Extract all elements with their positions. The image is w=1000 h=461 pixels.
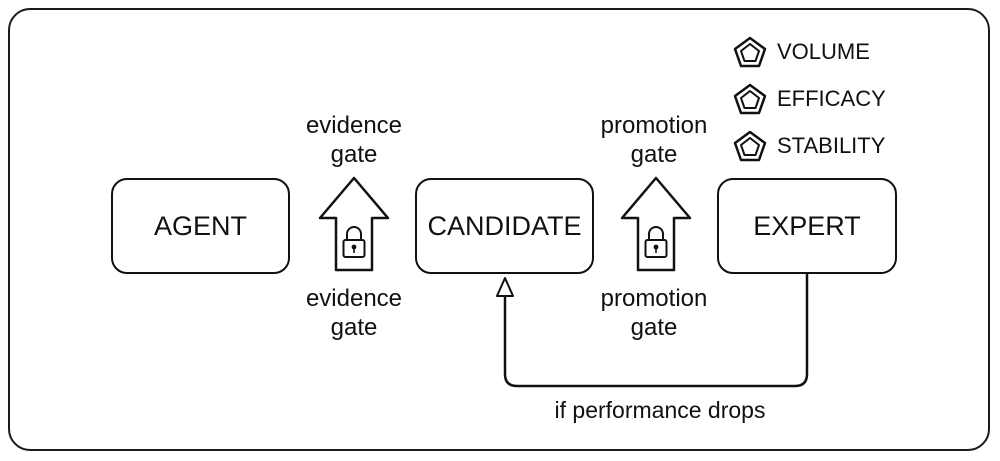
expert-node: EXPERT <box>717 178 897 274</box>
gate-1-arrow <box>318 176 390 272</box>
legend-item-volume: VOLUME <box>733 36 870 68</box>
feedback-arrowhead <box>496 277 514 297</box>
candidate-node: CANDIDATE <box>415 178 594 274</box>
legend-label-stability: STABILITY <box>777 133 886 158</box>
pentagon-icon <box>733 130 767 162</box>
legend-label-volume: VOLUME <box>777 39 870 64</box>
legend-item-efficacy: EFFICACY <box>733 83 886 115</box>
feedback-loop-line <box>503 274 809 388</box>
gate-2-padlock-icon <box>644 226 668 258</box>
gate-2-arrow <box>620 176 692 272</box>
diagram-frame <box>8 8 990 451</box>
gate-1-padlock-icon <box>342 226 366 258</box>
pentagon-icon <box>733 36 767 68</box>
feedback-label: if performance drops <box>554 397 766 423</box>
expert-node-label: EXPERT <box>753 210 861 241</box>
agent-node-label: AGENT <box>153 210 247 241</box>
candidate-node-label: CANDIDATE <box>427 210 582 241</box>
pentagon-icon <box>733 83 767 115</box>
legend-label-efficacy: EFFICACY <box>777 86 886 111</box>
agent-node: AGENT <box>111 178 290 274</box>
legend-item-stability: STABILITY <box>733 130 885 162</box>
